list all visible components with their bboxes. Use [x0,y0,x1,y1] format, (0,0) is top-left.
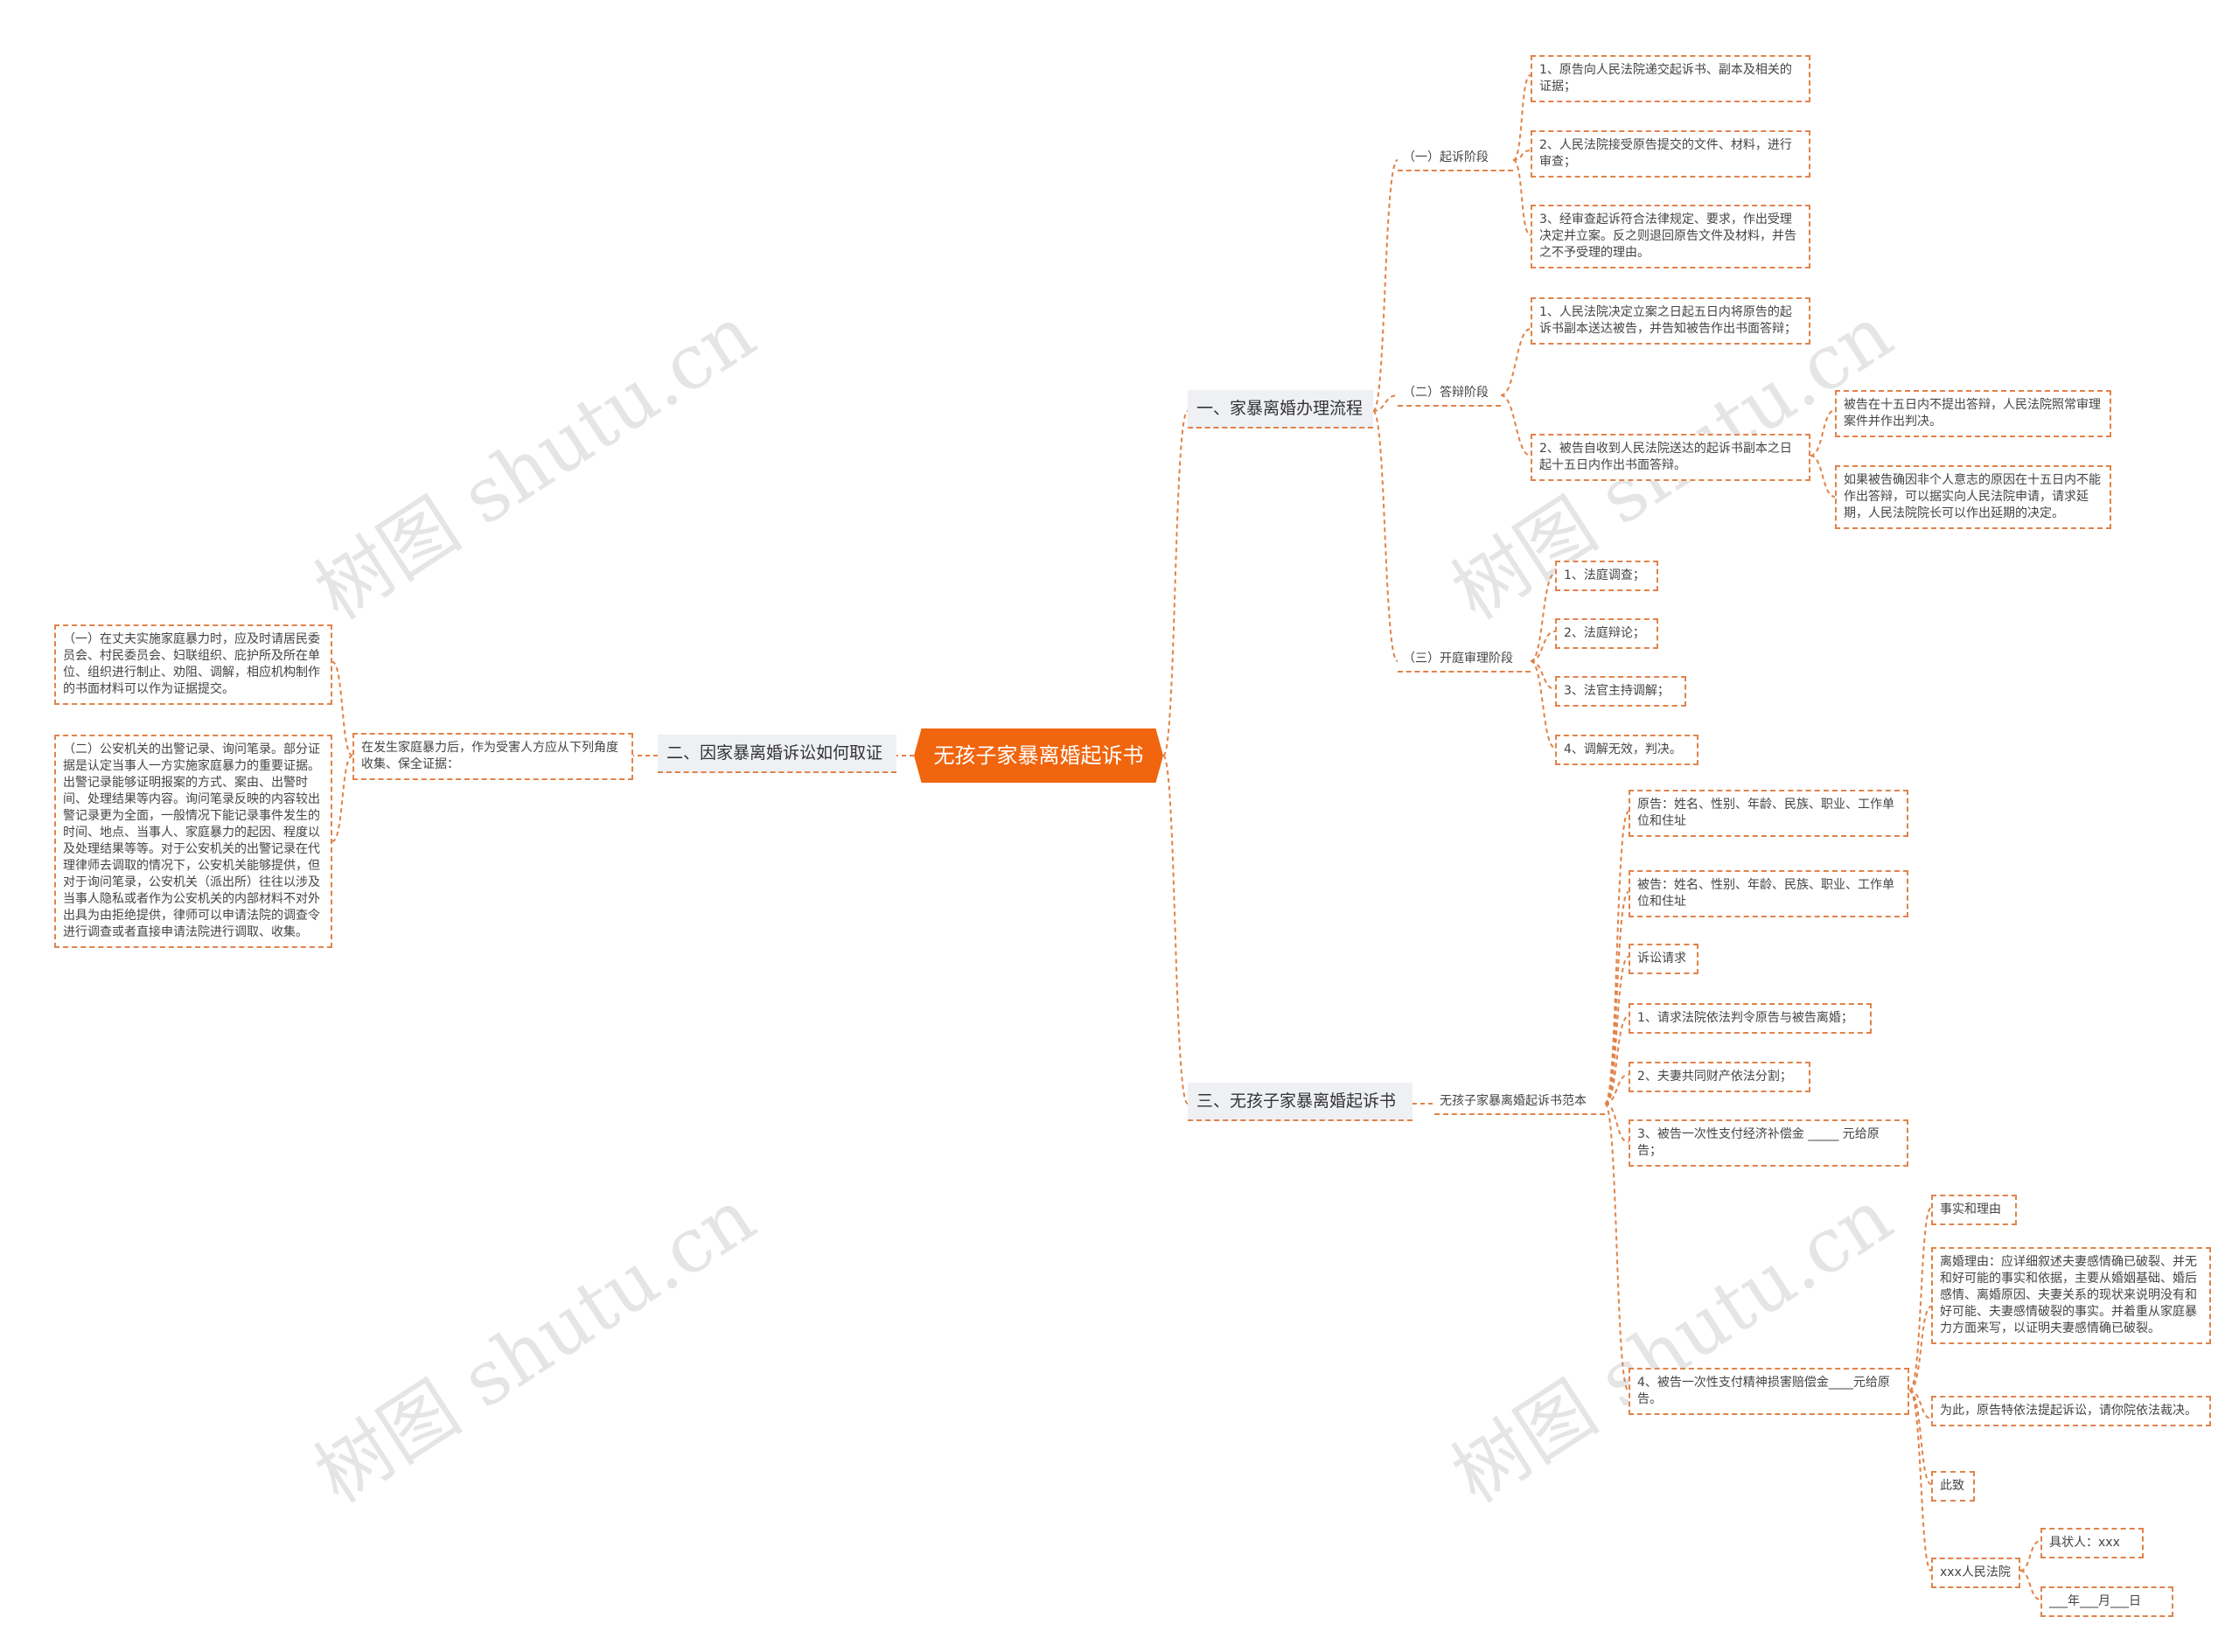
root-node[interactable]: 无孩子家暴离婚起诉书 [914,728,1163,783]
evidence-item-1[interactable]: （一）在丈夫实施家庭暴力时，应及时请居民委员会、村民委员会、妇联组织、庇护所及所… [54,624,332,705]
trial-step-2[interactable]: 2、法庭辩论； [1555,618,1658,649]
branch-process[interactable]: 一、家暴离婚办理流程 [1188,390,1373,429]
court-name[interactable]: xxx人民法院 [1931,1558,2020,1588]
evidence-item-2[interactable]: （二）公安机关的出警记录、询问笔录。部分证据是认定当事人一方实施家庭暴力的重要证… [54,735,332,948]
branch-evidence[interactable]: 二、因家暴离婚诉讼如何取证 [658,735,896,773]
claims-heading[interactable]: 诉讼请求 [1629,944,1698,974]
plaintiff-info[interactable]: 原告：姓名、性别、年龄、民族、职业、工作单位和住址 [1629,790,1908,837]
answer-step-1[interactable]: 1、人民法院决定立案之日起五日内将原告的起诉书副本送达被告，并告知被告作出书面答… [1531,297,1810,345]
facts-heading[interactable]: 事实和理由 [1931,1195,2017,1225]
answer-step-2-note-b[interactable]: 如果被告确因非个人意志的原因在十五日内不能作出答辩，可以据实向人民法院申请，请求… [1835,465,2111,529]
answer-step-2-note-a[interactable]: 被告在十五日内不提出答辩，人民法院照常审理案件并作出判决。 [1835,390,2111,437]
salutation[interactable]: 此致 [1931,1471,1975,1502]
branch-complaint[interactable]: 三、无孩子家暴离婚起诉书 [1188,1083,1412,1121]
answer-step-2[interactable]: 2、被告自收到人民法院送达的起诉书副本之日起十五日内作出书面答辩。 [1531,434,1810,481]
stage-trial[interactable]: （三）开庭审理阶段 [1398,647,1531,673]
claim-2[interactable]: 2、夫妻共同财产依法分割； [1629,1062,1810,1092]
defendant-info[interactable]: 被告：姓名、性别、年龄、民族、职业、工作单位和住址 [1629,870,1908,917]
stage-filing[interactable]: （一）起诉阶段 [1398,146,1513,171]
trial-step-4[interactable]: 4、调解无效，判决。 [1555,735,1698,765]
divorce-reason[interactable]: 离婚理由：应详细叙述夫妻感情确已破裂、并无和好可能的事实和依据，主要从婚姻基础、… [1931,1247,2211,1344]
signing-date[interactable]: ___年___月___日 [2040,1586,2173,1617]
trial-step-1[interactable]: 1、法庭调查； [1555,561,1658,591]
claim-1[interactable]: 1、请求法院依法判令原告与被告离婚； [1629,1003,1872,1034]
evidence-intro[interactable]: 在发生家庭暴力后，作为受害人方应从下列角度收集、保全证据： [352,733,633,780]
filing-step-3[interactable]: 3、经审查起诉符合法律规定、要求，作出受理决定并立案。反之则退回原告文件及材料，… [1531,205,1810,268]
claim-4[interactable]: 4、被告一次性支付精神损害赔偿金____元给原告。 [1629,1368,1909,1415]
stage-answer[interactable]: （二）答辩阶段 [1398,381,1501,407]
filing-step-1[interactable]: 1、原告向人民法院递交起诉书、副本及相关的证据； [1531,55,1810,102]
court-request[interactable]: 为此，原告特依法提起诉讼，请你院依法裁决。 [1931,1396,2211,1426]
signer[interactable]: 具状人：xxx [2040,1528,2144,1558]
complaint-template[interactable]: 无孩子家暴离婚起诉书范本 [1434,1090,1605,1115]
claim-3[interactable]: 3、被告一次性支付经济补偿金 _____ 元给原告； [1629,1119,1908,1167]
filing-step-2[interactable]: 2、人民法院接受原告提交的文件、材料，进行审查； [1531,130,1810,178]
trial-step-3[interactable]: 3、法官主持调解； [1555,676,1686,707]
